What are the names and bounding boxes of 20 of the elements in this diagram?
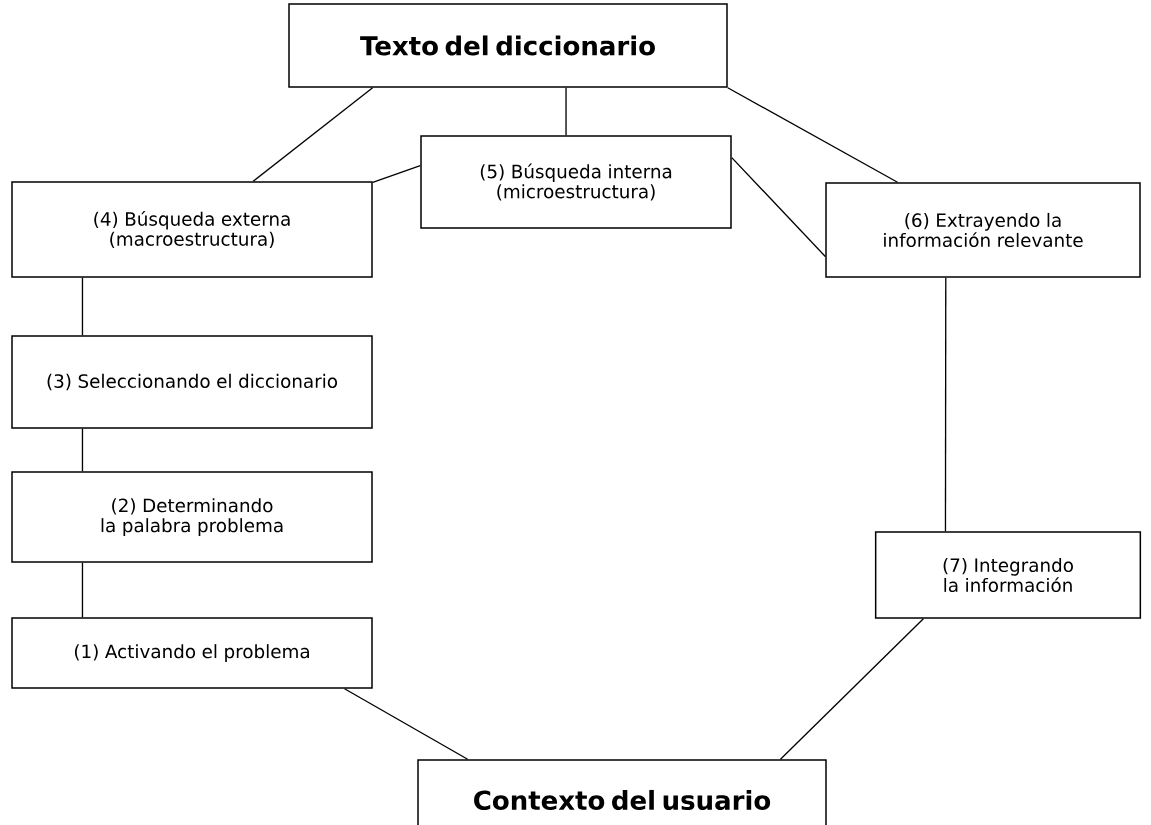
connector-line xyxy=(727,87,899,183)
title-box: Texto del diccionario xyxy=(288,3,728,88)
connector-line xyxy=(779,618,925,760)
connector-line xyxy=(81,562,84,618)
process-box: (2) Determinando la palabra problema xyxy=(11,471,373,563)
process-box: (3) Seleccionando el diccionario xyxy=(11,335,373,429)
process-box: (6) Extrayendo la información relevante xyxy=(825,182,1141,278)
connector-line xyxy=(565,87,567,136)
connector-line xyxy=(372,165,421,183)
title-box: Contexto del usuario xyxy=(417,759,827,825)
connector-line xyxy=(81,277,84,336)
process-box: (7) Integrando la información xyxy=(874,531,1142,619)
connector-line xyxy=(944,277,947,532)
process-box: (5) Búsqueda interna (microestructura) xyxy=(420,135,732,229)
connector-line xyxy=(252,87,374,182)
process-box: (1) Activando el problema xyxy=(11,617,373,689)
connector-line xyxy=(343,688,469,760)
connector-line xyxy=(81,428,84,472)
process-box: (4) Búsqueda externa (macroestructura) xyxy=(11,181,373,278)
connector-line xyxy=(731,156,826,258)
